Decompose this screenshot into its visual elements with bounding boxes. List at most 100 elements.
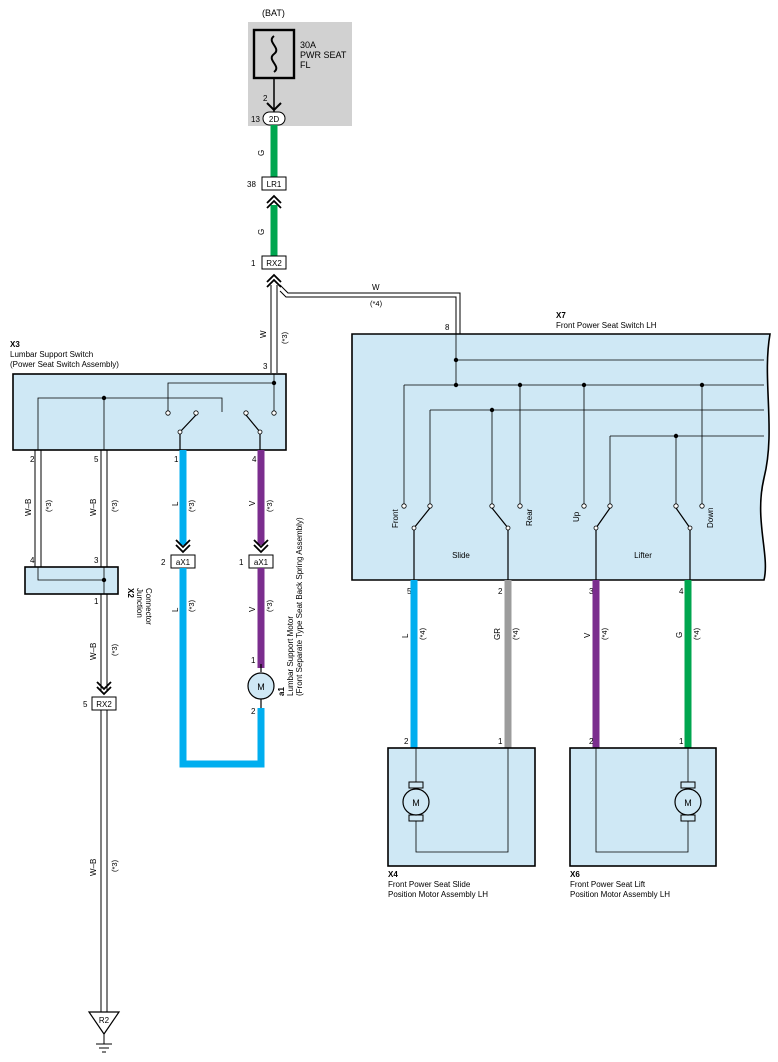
connector-2d-pin: 13 [251,115,260,124]
wire-label-l-1: L [171,501,180,506]
x7-pin-5: 5 [407,587,412,596]
x6-motor-symbol: M [684,798,692,808]
x3-pin-2: 2 [30,455,35,464]
x7-label-lifter: Lifter [634,551,652,560]
x7-label-front: Front [391,509,400,528]
wire-note-l-2: (*3) [187,599,196,612]
wire-label-v-2: V [248,606,257,612]
x7-pin-8: 8 [445,323,450,332]
x6-internal-wiring [595,748,689,853]
wire-wb-x3-pin2 [34,450,42,567]
x2-pin-1: 1 [94,597,99,606]
wire-label-wb-1: W–B [24,499,33,516]
wire-label-wb-3: W–B [89,643,98,660]
x7-pin-4: 4 [679,587,684,596]
wire-label-g2: G [257,229,266,235]
a1-motor-symbol: M [257,682,265,692]
fuse-icon [270,35,278,73]
x4-id: X4 [388,870,398,879]
a1-name-line1: Lumbar Support Motor [286,616,295,696]
connector-rx2-top-pin: 1 [251,259,256,268]
x4-pin-2: 2 [404,737,409,746]
wire-note-l-3: (*4) [418,627,427,640]
x7-label-rear: Rear [525,508,534,526]
a1-id: a1 [277,687,286,696]
wire-label-wb-4: W–B [89,859,98,876]
connector-ax1-right-pin: 1 [239,558,244,567]
wire-note-wb-4: (*3) [110,859,119,872]
wire-note-v-1: (*3) [265,499,274,512]
component-x2: 4 3 1 X2 Junction Connector [24,556,153,625]
x7-name: Front Power Seat Switch LH [556,321,657,330]
wire-label-g1: G [257,150,266,156]
x6-id: X6 [570,870,580,879]
x7-pin-2: 2 [498,587,503,596]
fuse-rating: 30A [300,40,316,50]
wire-wb-rx2-ground [100,710,108,1012]
wire-note-w-x3: (*3) [280,331,289,344]
wire-note-gr: (*4) [511,627,520,640]
a1-name-line2: (Front Separate Type Seat Back Spring As… [295,517,304,696]
x7-label-down: Down [706,508,715,528]
wire-blue-loop [179,568,265,768]
connector-ax1-right-chevron-icon [253,539,269,554]
x7-label-up: Up [572,511,581,522]
connector-lr1-name: LR1 [267,180,282,189]
x3-pin-4: 4 [252,455,257,464]
x7-pin-3: 3 [589,587,594,596]
x3-name-line2: (Power Seat Switch Assembly) [10,360,119,369]
connector-lr1 [261,176,287,191]
x2-name-line1: Junction [135,588,144,618]
x4-motor-symbol: M [412,798,420,808]
connector-lr1-pin: 38 [247,180,256,189]
a1-pin-2: 2 [251,707,256,716]
ground-triangle-icon [87,1011,121,1036]
x4-internal-wiring [415,748,509,853]
wire-label-w-x7: W [372,283,380,292]
connector-lr1-chevron-icon [266,194,282,209]
component-x3: X3 Lumbar Support Switch (Power Seat Swi… [10,340,287,464]
x2-pin-4: 4 [30,556,35,565]
fuse-name-line2: FL [300,60,311,70]
fuse-pin: 2 [263,94,268,103]
x3-pin-1: 1 [174,455,179,464]
x6-name-line1: Front Power Seat Lift [570,880,646,889]
wire-note-wb-1: (*3) [44,499,53,512]
component-x7: X7 Front Power Seat Switch LH 8 Fr [351,311,771,596]
x3-pin-5: 5 [94,455,99,464]
connector-rx2-top [261,255,287,270]
x4-name-line2: Position Motor Assembly LH [388,890,488,899]
x6-pin-1: 1 [679,737,684,746]
wire-wb-x2-rx2 [100,594,108,690]
x4-name-line1: Front Power Seat Slide [388,880,471,889]
x2-pin-3: 3 [94,556,99,565]
wire-white-to-x3 [270,285,278,373]
component-x4: 2 1 M X4 Front Power Seat Slide Position… [387,737,536,899]
wire-label-w-x3: W [259,330,268,338]
connector-ax1-left-chevron-icon [175,539,191,554]
connector-rx2-top-chevron-icon [266,273,282,288]
connector-rx2-top-name: RX2 [266,259,282,268]
wire-note-w-x7: (*4) [370,299,383,308]
wire-note-v-3: (*4) [600,627,609,640]
battery-label: (BAT) [262,8,285,18]
wire-note-wb-3: (*3) [110,643,119,656]
x7-label-slide: Slide [452,551,470,560]
component-x6: 2 1 M X6 Front Power Seat Lift Position … [569,737,717,899]
component-a1: 1 M 2 a1 Lumbar Support Motor (Front Sep… [247,517,304,716]
x6-name-line2: Position Motor Assembly LH [570,890,670,899]
connector-ax1-right-name: aX1 [254,558,269,567]
x2-name-line2: Connector [144,588,153,625]
x4-pin-1: 1 [498,737,503,746]
x3-internal-wiring [37,374,275,450]
wire-label-wb-2: W–B [89,499,98,516]
fuse-block: (BAT) 30A PWR SEAT FL 2 2D 13 [248,8,352,126]
wire-note-v-2: (*3) [265,599,274,612]
wire-label-g3: G [675,632,684,638]
connector-rx2-bottom-name: RX2 [96,700,112,709]
ground-symbol-icon [96,1034,112,1053]
ground-r2: R2 [87,1011,121,1053]
connector-rx2-bottom-chevron-icon [96,681,112,696]
wire-note-g3: (*4) [692,627,701,640]
